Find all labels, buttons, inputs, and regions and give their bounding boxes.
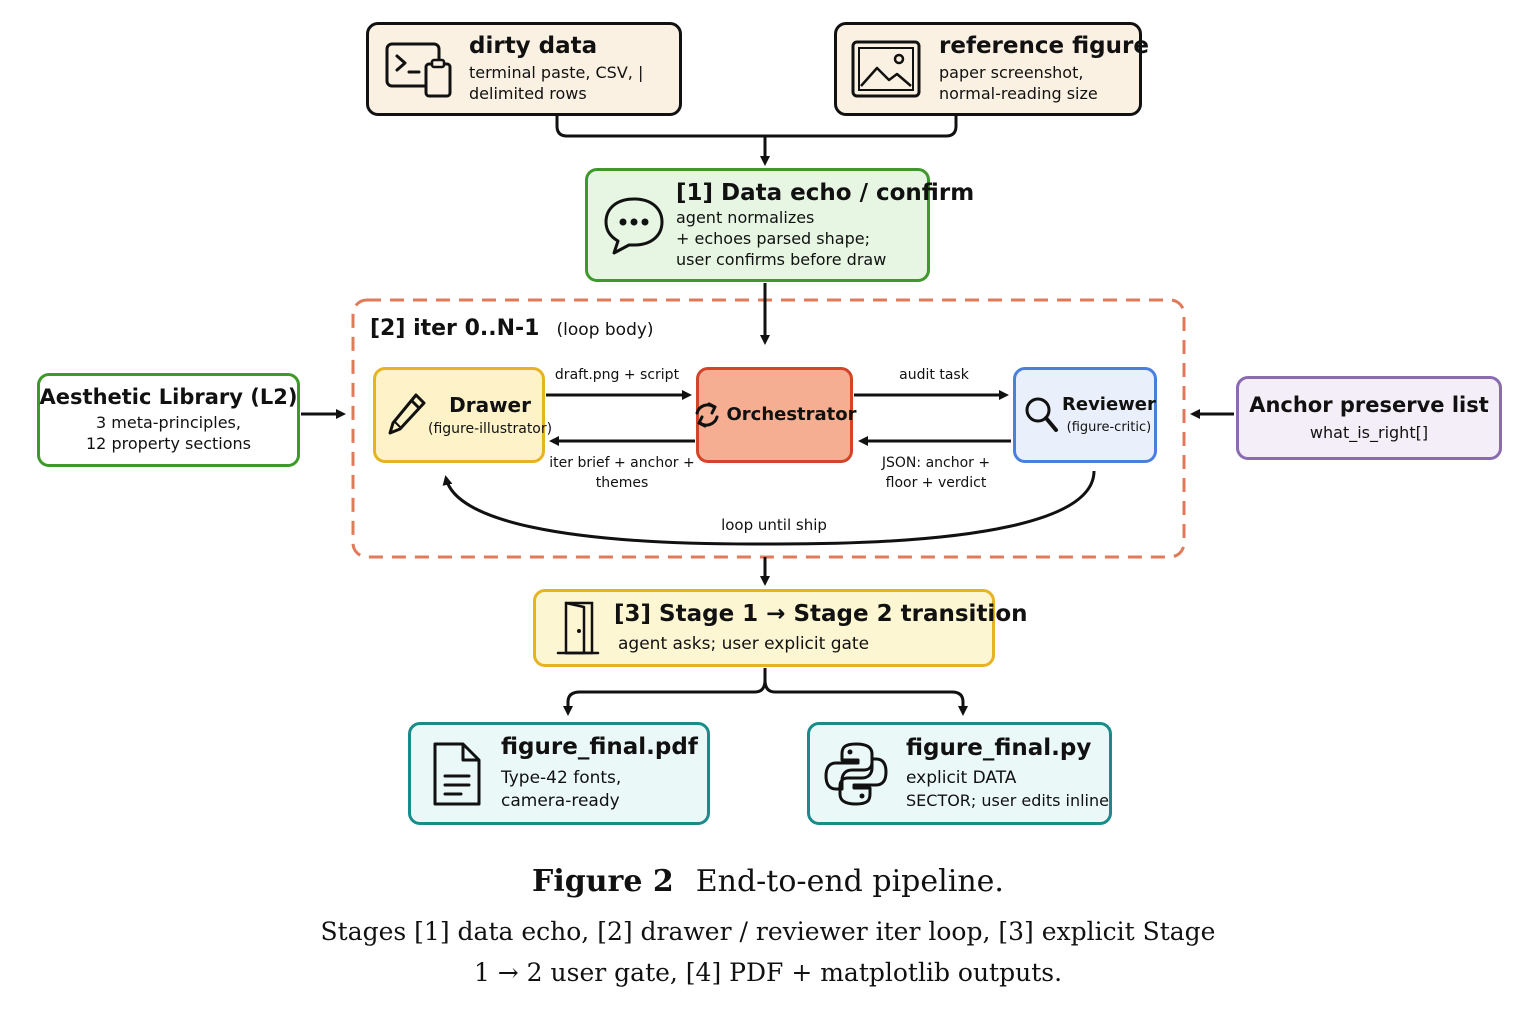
reviewer-sub: (figure-critic) — [1066, 419, 1152, 435]
anchor-preserve-title: Anchor preserve list — [1249, 392, 1489, 417]
anchor-preserve-node: Anchor preserve list what_is_right[] — [1236, 376, 1502, 460]
edge-loop-back — [442, 470, 1096, 546]
reviewer-title: Reviewer — [1062, 394, 1156, 416]
aesthetic-library-line2: 12 property sections — [86, 434, 251, 454]
caption-line1: Stages [1] data echo, [2] drawer / revie… — [320, 917, 1216, 946]
orchestrator-title: Orchestrator — [726, 403, 857, 425]
edge-label-json-line2: floor + verdict — [885, 474, 987, 491]
dirty-data-node: dirty data terminal paste, CSV, | delimi… — [366, 22, 682, 116]
reference-figure-title: reference figure — [939, 32, 1149, 59]
drawer-title: Drawer — [449, 392, 531, 417]
caption-line2: 1 → 2 user gate, [4] PDF + matplotlib ou… — [473, 958, 1063, 988]
edge-gate-split-right — [763, 679, 968, 716]
edge-label-audit: audit task — [899, 367, 969, 383]
edge-label-brief-line1: iter brief + anchor + — [549, 455, 695, 471]
loop-title: [2] iter 0..N-1 — [370, 316, 540, 341]
data-echo-line1: agent normalizes — [676, 208, 815, 228]
stage-gate-node: [3] Stage 1 → Stage 2 transition agent a… — [533, 589, 1028, 667]
anchor-preserve-line1: what_is_right[] — [1309, 422, 1429, 442]
dirty-data-title: dirty data — [469, 32, 598, 59]
output-pdf-line2: camera-ready — [501, 790, 620, 811]
loop-subtitle: (loop body) — [556, 320, 654, 340]
edge-label-json: JSON: anchor + floor + verdict — [862, 454, 1010, 493]
data-echo-line3: user confirms before draw — [676, 249, 887, 269]
reference-figure-node: reference figure paper screenshot, norma… — [834, 22, 1149, 116]
output-pdf-title: figure_final.pdf — [501, 734, 698, 761]
dirty-data-line1: terminal paste, CSV, | — [469, 63, 644, 83]
aesthetic-library-line1: 3 meta-principles, — [96, 413, 241, 433]
data-echo-title: [1] Data echo / confirm — [676, 179, 975, 206]
reference-figure-line2: normal-reading size — [939, 84, 1098, 104]
output-py-line1: explicit DATA — [906, 768, 1017, 789]
drawer-node: Drawer (figure-illustrator) — [373, 367, 552, 463]
output-py-line2: SECTOR; user edits inline — [906, 791, 1109, 811]
output-pdf-line1: Type-42 fonts, — [501, 767, 622, 788]
edge-inputs-merge — [555, 116, 958, 138]
drawer-sub: (figure-illustrator) — [428, 420, 553, 437]
data-echo-line2: + echoes parsed shape; — [676, 228, 870, 248]
edge-label-brief-line2: themes — [595, 474, 649, 491]
output-py-node: figure_final.py explicit DATA SECTOR; us… — [807, 722, 1112, 825]
edge-label-json-line1: JSON: anchor + — [881, 455, 991, 471]
reference-figure-line1: paper screenshot, — [939, 63, 1084, 83]
orchestrator-node: Orchestrator — [695, 367, 857, 463]
output-pdf-node: figure_final.pdf Type-42 fonts, camera-r… — [408, 722, 710, 825]
edge-label-draft: draft.png + script — [554, 367, 680, 383]
output-py-title: figure_final.py — [906, 735, 1092, 762]
pencil-icon — [388, 393, 426, 435]
dirty-data-line2: delimited rows — [469, 84, 587, 104]
caption-title-line: Figure 2 End-to-end pipeline. — [0, 862, 1536, 901]
caption-figure-number: Figure 2 — [532, 864, 674, 899]
data-echo-node: [1] Data echo / confirm agent normalizes… — [585, 168, 974, 282]
aesthetic-library-title: Aesthetic Library (L2) — [39, 385, 298, 410]
stage-gate-title: [3] Stage 1 → Stage 2 transition — [614, 600, 1028, 627]
edge-label-loop-back: loop until ship — [721, 516, 827, 534]
figure-caption: Figure 2 End-to-end pipeline. Stages [1] … — [0, 862, 1536, 994]
refresh-icon — [695, 402, 719, 428]
caption-body: Stages [1] data echo, [2] drawer / revie… — [0, 911, 1536, 994]
loop-heading: [2] iter 0..N-1 (loop body) — [370, 316, 654, 341]
chat-bubble-icon — [604, 197, 664, 255]
reviewer-node: Reviewer (figure-critic) — [1013, 367, 1157, 463]
terminal-clipboard-icon — [385, 42, 452, 98]
stage-gate-line1: agent asks; user explicit gate — [618, 634, 870, 655]
caption-title: End-to-end pipeline. — [695, 864, 1004, 899]
image-icon — [851, 40, 921, 98]
edge-gate-split — [563, 668, 767, 716]
magnifier-icon — [1025, 397, 1058, 432]
door-icon — [556, 601, 600, 655]
document-icon — [433, 742, 481, 805]
loop-frame — [351, 298, 1186, 559]
python-icon — [824, 742, 888, 805]
aesthetic-library-node: Aesthetic Library (L2) 3 meta-principles… — [37, 373, 300, 467]
edge-label-brief: iter brief + anchor + themes — [548, 454, 696, 493]
